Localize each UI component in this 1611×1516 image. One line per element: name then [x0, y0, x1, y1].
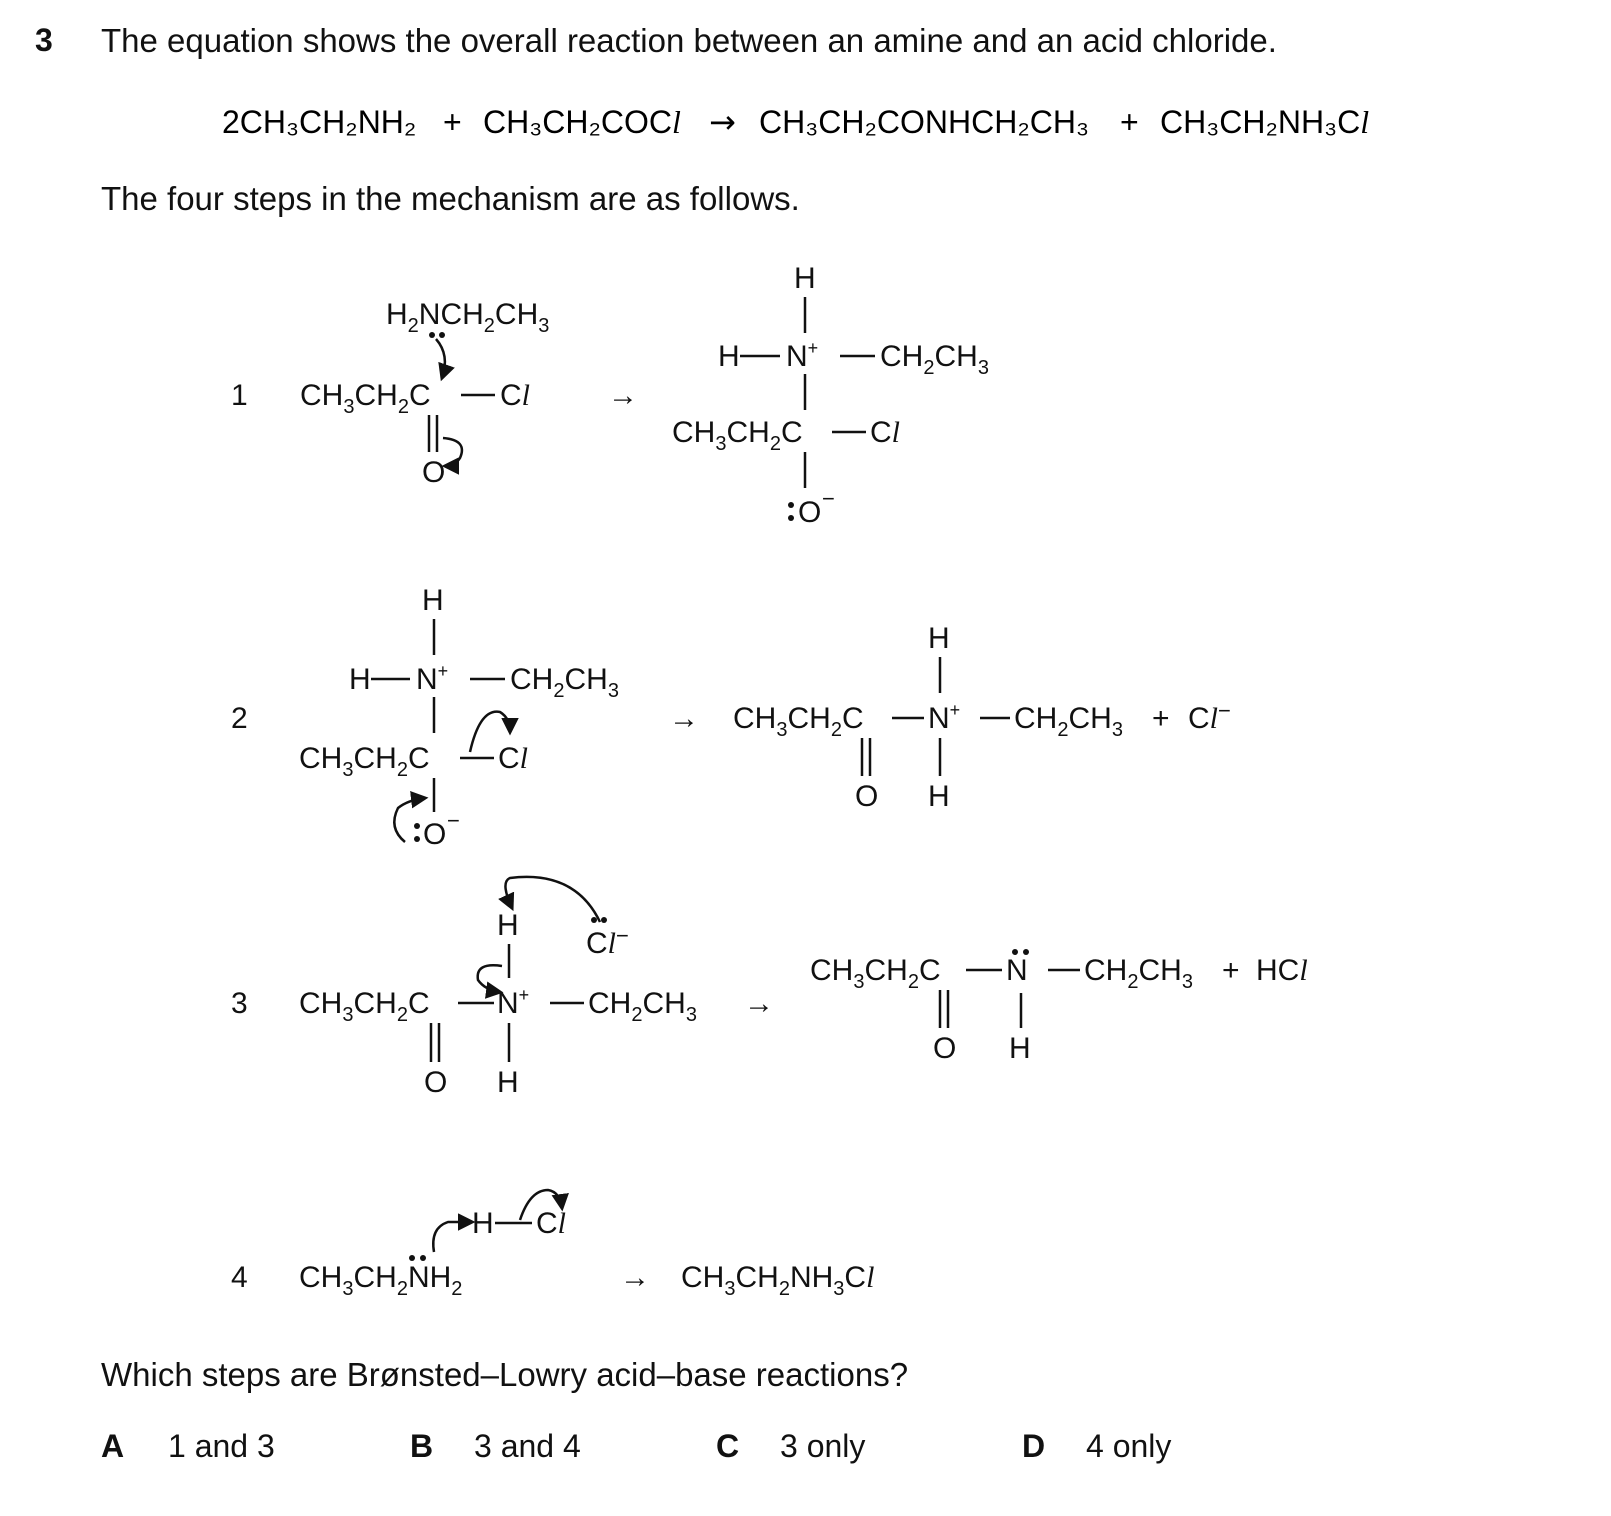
equation-cl-italic: l [672, 104, 681, 140]
svg-text:H: H [472, 1207, 494, 1240]
step-arrow: → [744, 987, 774, 1020]
svg-text:H: H [422, 584, 444, 617]
step-arrow: → [608, 379, 638, 412]
equation-plus: + [443, 104, 462, 140]
svg-text:N+: N+ [497, 985, 529, 1020]
step3-product: CH3CH2C N CH2CH3 + HCl O H [810, 949, 1308, 1065]
svg-text:CH3CH2C: CH3CH2C [299, 742, 430, 781]
step-number: 2 [231, 702, 248, 735]
svg-text:N: N [1006, 954, 1028, 987]
svg-text:Cl−: Cl− [586, 923, 629, 960]
svg-text:H2NCH2CH3: H2NCH2CH3 [386, 298, 549, 337]
svg-text:O: O [423, 818, 446, 851]
question-number: 3 [35, 22, 53, 58]
svg-text:Cl−: Cl− [1188, 698, 1231, 735]
step4-product: CH3CH2NH3Cl [681, 1261, 874, 1300]
svg-text:CH3CH2NH2: CH3CH2NH2 [299, 1261, 462, 1300]
option-c-text[interactable]: 3 only [780, 1428, 866, 1464]
svg-text:CH3CH2C: CH3CH2C [300, 379, 431, 418]
step1-reactant: H2NCH2CH3 CH3CH2C Cl O [300, 298, 549, 489]
svg-text:H: H [497, 1066, 519, 1099]
svg-text:N+: N+ [928, 700, 960, 735]
svg-text:H: H [928, 780, 950, 813]
mechanism-intro: The four steps in the mechanism are as f… [101, 180, 800, 217]
svg-text:O: O [798, 496, 821, 529]
step2-reactant: H H N+ CH2CH3 CH3CH2C Cl O − [299, 584, 619, 851]
step3-reactant: H Cl− CH3CH2C N+ CH2CH3 O H [299, 875, 697, 1099]
option-a-letter[interactable]: A [101, 1428, 125, 1464]
step2-product: H CH3CH2C N+ CH2CH3 + Cl− O H [733, 622, 1231, 813]
svg-text:Cl: Cl [498, 742, 528, 775]
option-b-text[interactable]: 3 and 4 [474, 1428, 581, 1464]
svg-text:CH2CH3: CH2CH3 [1084, 954, 1193, 993]
overall-equation: 2CH₃CH₂NH₂ + CH₃CH₂COCl → CH₃CH₂CONHCH₂C… [222, 103, 1369, 141]
svg-text:CH2CH3: CH2CH3 [588, 987, 697, 1026]
svg-text:H: H [1009, 1032, 1031, 1065]
svg-text:CH₃CH₂COCl: CH₃CH₂COCl [483, 104, 681, 140]
equation-reactant-acid-chloride: CH₃CH₂COC [483, 104, 672, 140]
svg-text:HCl: HCl [1256, 954, 1308, 987]
svg-text:−: − [822, 486, 835, 511]
step-arrow: → [669, 702, 699, 735]
equation-reactant-amine: 2CH₃CH₂NH₂ [222, 104, 416, 140]
equation-arrow: → [709, 103, 736, 141]
svg-text:−: − [447, 808, 460, 833]
svg-text:Cl: Cl [500, 379, 530, 412]
svg-text:CH2CH3: CH2CH3 [510, 663, 619, 702]
svg-text:H: H [928, 622, 950, 655]
step-number: 1 [231, 379, 248, 412]
option-b-letter[interactable]: B [410, 1428, 434, 1464]
equation-cl-italic: l [1360, 104, 1369, 140]
step-arrow: → [620, 1261, 650, 1294]
svg-text:+: + [1222, 954, 1240, 987]
svg-text:CH₃CH₂NH₃Cl: CH₃CH₂NH₃Cl [1160, 104, 1369, 140]
svg-text:CH3CH2C: CH3CH2C [299, 987, 430, 1026]
equation-product-salt: CH₃CH₂NH₃C [1160, 104, 1360, 140]
svg-text:O: O [424, 1066, 447, 1099]
svg-text:H: H [497, 909, 519, 942]
svg-text:CH2CH3: CH2CH3 [1014, 702, 1123, 741]
option-c-letter[interactable]: C [716, 1428, 740, 1464]
question-intro: The equation shows the overall reaction … [101, 22, 1277, 59]
step1-product: H H N+ CH2CH3 CH3CH2C Cl O − [672, 262, 989, 529]
svg-text:CH2CH3: CH2CH3 [880, 340, 989, 379]
svg-text:2CH₃CH₂NH₂: 2CH₃CH₂NH₂ [222, 104, 416, 140]
equation-product-amide: CH₃CH₂CONHCH₂CH₃ [759, 104, 1089, 140]
svg-text:H: H [794, 262, 816, 295]
step4-reactant: H Cl CH3CH2NH2 [299, 1188, 569, 1300]
svg-text:CH3CH2C: CH3CH2C [733, 702, 864, 741]
svg-text:O: O [855, 780, 878, 813]
option-a-text[interactable]: 1 and 3 [168, 1428, 275, 1464]
svg-text:Cl: Cl [536, 1207, 566, 1240]
step-number: 3 [231, 987, 248, 1020]
svg-text:N+: N+ [416, 661, 448, 696]
svg-text:CH3CH2C: CH3CH2C [810, 954, 941, 993]
svg-text:O: O [933, 1032, 956, 1065]
question-prompt: Which steps are Brønsted–Lowry acid–base… [101, 1356, 909, 1393]
svg-text:O: O [422, 456, 445, 489]
option-d-text[interactable]: 4 only [1086, 1428, 1172, 1464]
step-number: 4 [231, 1261, 248, 1294]
svg-text:N+: N+ [786, 338, 818, 373]
svg-text:CH3CH2NH3Cl: CH3CH2NH3Cl [681, 1261, 874, 1300]
svg-text:+: + [1152, 702, 1170, 735]
svg-text:CH3CH2C: CH3CH2C [672, 416, 803, 455]
svg-text:H: H [718, 340, 740, 373]
option-d-letter[interactable]: D [1022, 1428, 1046, 1464]
svg-text:Cl: Cl [870, 416, 900, 449]
svg-text:H: H [349, 663, 371, 696]
equation-plus: + [1120, 104, 1139, 140]
